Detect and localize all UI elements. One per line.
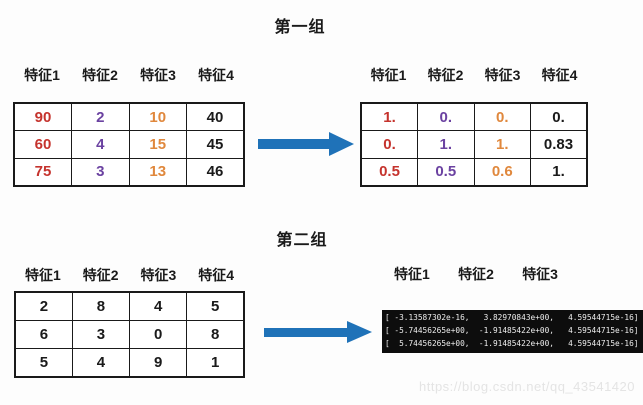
table-cell: 8: [71, 291, 131, 322]
column-header: 特征2: [427, 67, 464, 83]
table-cell: 2: [71, 102, 130, 132]
table-row: 0.1.1.0.83: [360, 130, 588, 159]
table-cell: 2: [14, 291, 73, 322]
table-cell: 10: [128, 102, 187, 132]
group2-source-header-row: 特征1 特征2 特征3 特征4: [14, 264, 245, 286]
table-cell: 40: [186, 102, 245, 132]
table-cell: 5: [186, 291, 245, 322]
table-cell: 90: [13, 102, 72, 132]
table-cell: 1.: [473, 130, 531, 159]
column-header: 特征2: [82, 267, 119, 283]
console-output-line: [ 5.74456265e+00, -1.91485422e+00, 4.595…: [385, 339, 639, 348]
table-cell: 13: [128, 157, 187, 187]
table-cell: 0.: [360, 130, 418, 159]
table-cell: 5: [14, 347, 73, 378]
column-header: 特征1: [24, 267, 61, 283]
table-cell: 0.6: [473, 157, 531, 187]
table-cell: 1.: [530, 157, 588, 187]
column-header: 特征3: [484, 67, 521, 83]
table-cell: 46: [186, 157, 245, 187]
table-cell: 75: [13, 157, 72, 187]
table-cell: 0.5: [360, 157, 418, 187]
table-row: 1.0.0.0.: [360, 102, 588, 132]
column-header: 特征4: [198, 267, 235, 283]
console-output-line: [ -5.74456265e+00, -1.91485422e+00, 4.59…: [385, 326, 639, 335]
column-header: 特征3: [140, 267, 177, 283]
group2-result-header-row: 特征1 特征2 特征3: [394, 263, 558, 285]
group1-result-header-row: 特征1 特征2 特征3 特征4: [360, 64, 588, 86]
group1-source-header-row: 特征1 特征2 特征3 特征4: [13, 64, 245, 86]
table-cell: 15: [128, 130, 187, 159]
column-header: 特征1: [24, 67, 60, 83]
column-header: 特征4: [198, 67, 234, 83]
console-output-line: [ -3.13587302e-16, 3.82970843e+00, 4.595…: [385, 313, 639, 322]
column-header: 特征2: [458, 266, 494, 282]
table-cell: 60: [13, 130, 72, 159]
right-arrow-icon: [263, 319, 373, 345]
group2-title: 第二组: [276, 232, 328, 249]
table-cell: 4: [71, 130, 130, 159]
table-cell: 4: [128, 291, 188, 322]
table-cell: 9: [128, 347, 188, 378]
table-cell: 1.: [360, 102, 418, 132]
group1-title: 第一组: [274, 19, 326, 36]
column-header: 特征4: [541, 67, 578, 83]
table-cell: 0.: [473, 102, 531, 132]
table-cell: 1: [186, 347, 245, 378]
table-cell: 0.83: [530, 130, 588, 159]
table-cell: 3: [71, 157, 130, 187]
right-arrow-icon: [257, 131, 355, 157]
table-cell: 1.: [417, 130, 475, 159]
watermark-url: https://blog.csdn.net/qq_43541420: [419, 379, 635, 394]
column-header: 特征2: [82, 67, 118, 83]
table-cell: 4: [71, 347, 131, 378]
table-cell: 6: [14, 320, 73, 349]
column-header: 特征3: [140, 67, 176, 83]
table-cell: 3: [71, 320, 131, 349]
table-cell: 8: [186, 320, 245, 349]
table-cell: 0: [128, 320, 188, 349]
console-output: [ -3.13587302e-16, 3.82970843e+00, 4.595…: [382, 310, 643, 353]
table-cell: 45: [186, 130, 245, 159]
table-cell: 0.5: [417, 157, 475, 187]
table-cell: 0.: [417, 102, 475, 132]
column-header: 特征1: [370, 67, 407, 83]
column-header: 特征3: [522, 266, 558, 282]
table-cell: 0.: [530, 102, 588, 132]
column-header: 特征1: [394, 266, 430, 282]
